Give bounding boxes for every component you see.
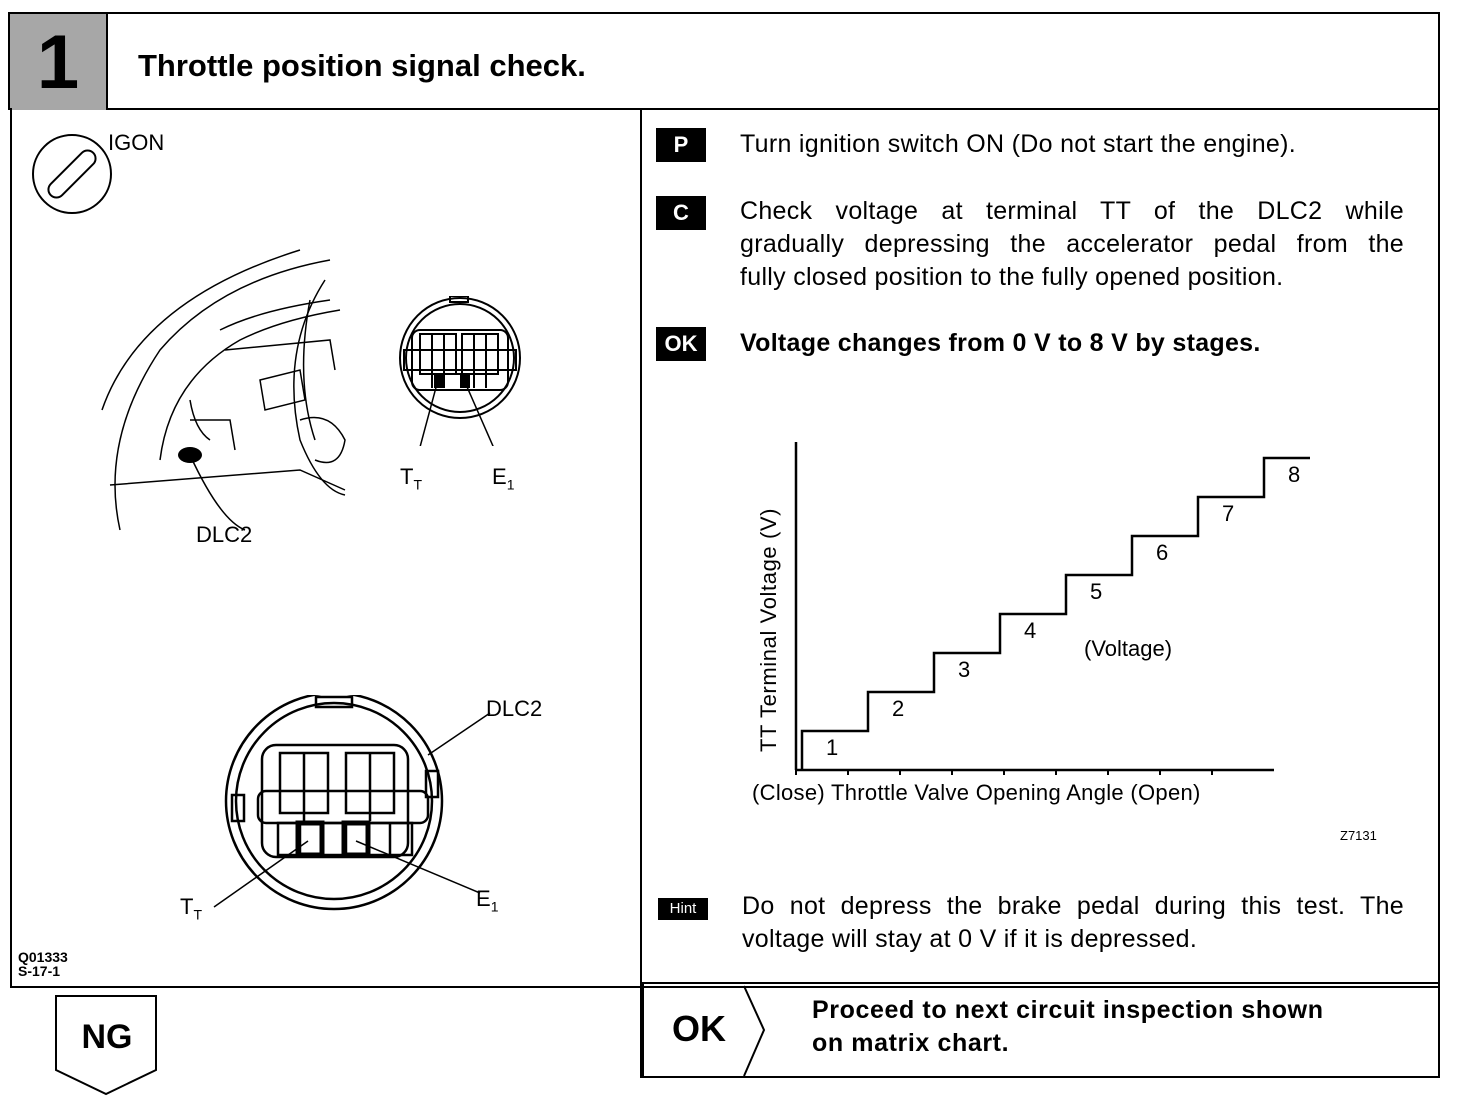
page-title: Throttle position signal check. [138,48,586,83]
dlc2-label-upper: DLC2 [196,522,253,547]
ok-instruction-line-1: Proceed to next circuit inspection shown [812,996,1324,1024]
step-c-text: Check voltage at terminal TT of the DLC2… [740,195,1404,294]
ok-instruction: Proceed to next circuit inspection shown… [812,994,1396,1060]
step-label: 8 [1288,462,1300,487]
ng-label: NG [81,1018,133,1056]
y-axis-label: TT Terminal Voltage (V) [756,508,781,752]
igon-label: IGON [108,130,165,155]
step-ok-text: Voltage changes from 0 V to 8 V by stage… [740,329,1261,357]
step-label: 7 [1222,501,1234,526]
step-number-badge: 1 [10,14,108,110]
hint-tag: Hint [658,898,708,920]
hint-text: Do not depress the brake pedal during th… [742,890,1404,956]
step-tag-p: P [656,128,706,162]
voltage-step-chart: 1 2 3 4 5 6 7 8 TT Terminal Voltage (V) (Close)… [752,442,1377,843]
e1-label-upper: E1 [492,464,515,493]
tt-label-lower: TT [180,894,203,923]
ok-instruction-line-2: on matrix chart. [812,1029,1010,1057]
figure-code-2: S-17-1 [18,963,61,979]
ok-label: OK [672,1008,726,1049]
x-axis-label: (Close) Throttle Valve Opening Angle (Op… [752,780,1201,805]
ignition-switch-icon [32,134,112,214]
step-label: 2 [892,696,904,721]
ng-box [55,995,157,1096]
dlc2-connector-lower [213,695,491,911]
step-tag-c: C [656,196,706,230]
dashboard-illustration [101,249,346,531]
voltage-step-line [800,456,1310,770]
e1-label-lower: E1 [476,886,499,915]
step-c-line-1: Check voltage at terminal TT of the DLC2… [740,197,1404,225]
content-frame [10,108,1440,988]
ok-chevron [743,985,766,1077]
hint-line-2: voltage will stay at 0 V if it is depres… [742,925,1198,953]
step-label: 1 [826,735,838,760]
step-label: 3 [958,657,970,682]
step-p-text: Turn ignition switch ON (Do not start th… [740,130,1296,158]
step-tag-ok: OK [656,327,706,361]
figure-code-1: Q01333 [18,949,68,965]
step-label: 4 [1024,618,1036,643]
step-label: 5 [1090,579,1102,604]
dlc2-connector-upper [399,296,521,446]
chart-figure-code: Z7131 [1340,828,1377,843]
ok-box [642,982,1440,1078]
step-header: 1 Throttle position signal check. [8,12,1440,110]
dlc2-label-lower: DLC2 [486,696,543,721]
step-c-line-2: gradually depressing the accelerator ped… [740,230,1404,258]
voltage-annotation: (Voltage) [1084,636,1172,661]
step-c-line-3: fully closed position to the fully opene… [740,263,1284,291]
step-label: 6 [1156,540,1168,565]
column-divider [640,108,642,1078]
hint-line-1: Do not depress the brake pedal during th… [742,892,1404,920]
tt-label-upper: TT [400,464,423,493]
